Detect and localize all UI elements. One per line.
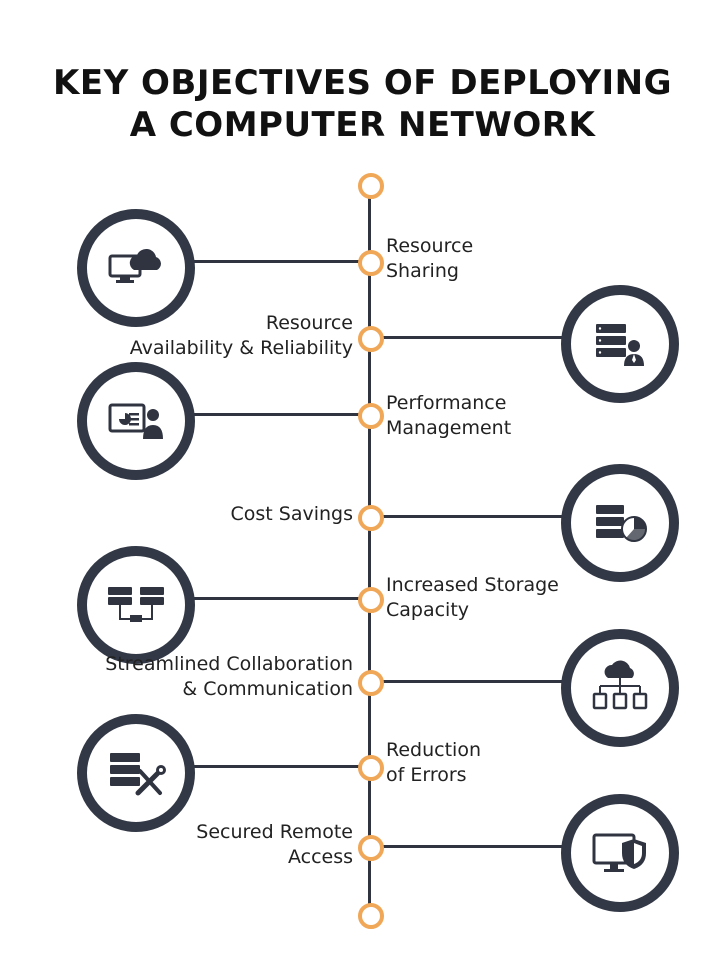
label-4: Cost Savings <box>230 503 353 525</box>
timeline-dot-7 <box>358 755 384 781</box>
connector-5 <box>185 597 360 600</box>
label-5: Increased Storage Capacity <box>386 574 559 621</box>
badge-4 <box>561 464 679 582</box>
timeline-start-dot <box>358 173 384 199</box>
timeline-end-dot <box>358 903 384 929</box>
label-1: Resource Sharing <box>386 235 474 282</box>
server-tools-icon <box>110 753 166 796</box>
computer-cloud-icon <box>108 248 161 283</box>
badge-6 <box>561 629 679 747</box>
timeline-spine <box>368 185 371 915</box>
connector-1 <box>185 260 360 263</box>
timeline-dot-2 <box>358 326 384 352</box>
label-2: Resource Availability & Reliability <box>129 312 353 359</box>
monitor-shield-icon <box>592 833 646 872</box>
timeline-dot-1 <box>358 250 384 276</box>
page-title: KEY OBJECTIVES OF DEPLOYING A COMPUTER N… <box>0 62 725 146</box>
connected-servers-icon <box>108 587 164 622</box>
presentation-user-icon <box>108 403 163 439</box>
badge-3 <box>77 362 195 480</box>
label-7: Reduction of Errors <box>386 739 481 786</box>
server-user-icon <box>596 324 644 366</box>
label-6: Streamlined Collaboration & Communicatio… <box>105 653 353 700</box>
badge-5 <box>77 546 195 664</box>
badge-2 <box>561 285 679 403</box>
connector-4 <box>380 515 565 518</box>
badge-8 <box>561 794 679 912</box>
title-line-1: KEY OBJECTIVES OF DEPLOYING <box>53 63 672 103</box>
connector-7 <box>185 765 360 768</box>
timeline-dot-5 <box>358 587 384 613</box>
connector-2 <box>380 336 565 339</box>
label-3: Performance Management <box>386 392 512 439</box>
connector-3 <box>185 413 360 416</box>
badge-7 <box>77 714 195 832</box>
timeline-dot-4 <box>358 505 384 531</box>
timeline-dot-3 <box>358 403 384 429</box>
badge-1 <box>77 209 195 327</box>
connector-8 <box>380 845 565 848</box>
label-8: Secured Remote Access <box>196 821 353 868</box>
connector-6 <box>380 680 565 683</box>
cloud-network-icon <box>592 660 648 710</box>
timeline-dot-8 <box>358 835 384 861</box>
title-line-2: A COMPUTER NETWORK <box>129 105 596 145</box>
timeline-dot-6 <box>358 670 384 696</box>
server-pie-chart-icon <box>596 505 647 542</box>
